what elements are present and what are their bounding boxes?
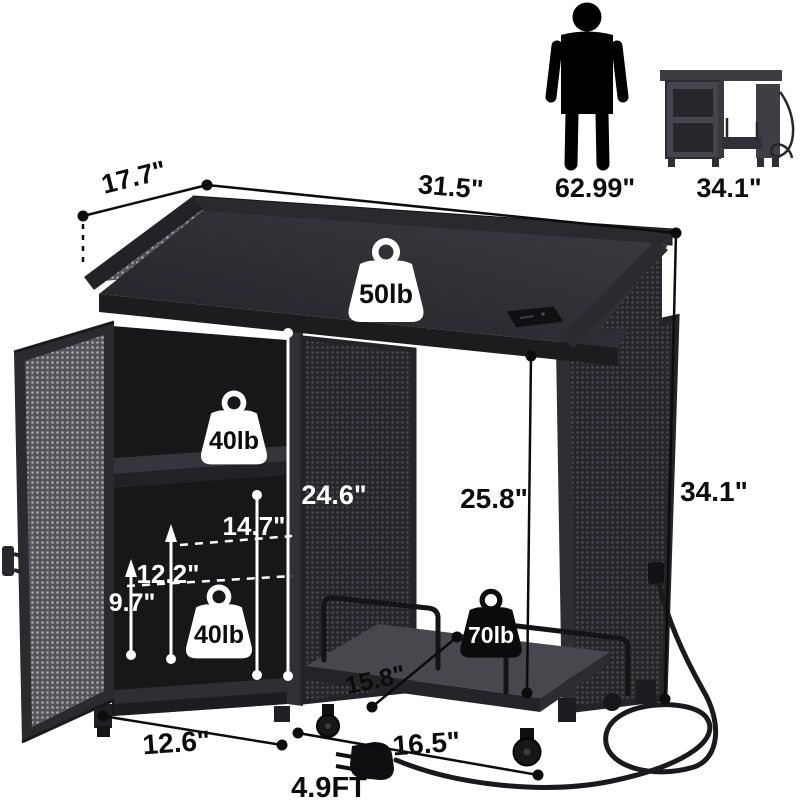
weight-badge-top-label: 50lb: [359, 279, 413, 309]
mini-cabinet-icon: [660, 70, 795, 167]
right-mesh-panel: [556, 313, 680, 722]
power-outlet: [648, 562, 664, 584]
bottom-shelf: [114, 678, 287, 716]
power-strip-panel: [505, 305, 565, 329]
caster-wheel-right: [512, 728, 542, 767]
dim-right-section-width: 16.5": [391, 726, 461, 762]
dim-right-opening-height: 25.8": [460, 483, 528, 514]
interior-dimension-lines: [126, 333, 293, 676]
rear-right-foot: [636, 680, 656, 704]
dim-power-cord-length: 4.9FT: [291, 772, 367, 800]
caster-wheel-rear: [603, 693, 621, 711]
dim-shelf-to-bottom: 14.7": [223, 511, 286, 541]
person-silhouette-icon: [545, 2, 629, 171]
weight-badge-bottom-shelf: 40lb: [186, 584, 252, 659]
weight-badge-middle-shelf: 40lb: [201, 390, 267, 465]
person-height-label: 62.99": [555, 173, 635, 203]
dim-left-section-width: 12.6": [141, 725, 211, 761]
dimension-endpoints: [77, 179, 682, 781]
dim-lower-clearance: 9.7": [109, 589, 156, 617]
mini-cabinet-cord: [769, 91, 795, 159]
weight-badge-cpu-platform: 70lb: [460, 588, 522, 658]
weight-badge-middle-shelf-label: 40lb: [209, 427, 259, 455]
dimension-lines: [81, 183, 678, 777]
top-right-rim-bar: [560, 240, 668, 348]
center-post: [287, 328, 303, 706]
top-left-rim-bar: [84, 196, 203, 290]
front-right-foot: [558, 698, 576, 722]
power-cord: [393, 581, 719, 790]
dim-overall-height: 34.1": [680, 476, 748, 507]
center-leg: [274, 706, 290, 722]
tabletop-front-edge: [99, 294, 618, 366]
platform-rail-left: [321, 595, 441, 671]
power-plug-icon: [335, 742, 394, 780]
weight-badge-bottom-shelf-label: 40lb: [194, 621, 244, 649]
mini-cabinet-height-label: 34.1": [696, 173, 761, 203]
door-handle: [2, 546, 22, 576]
dim-top-depth: 17.7": [98, 155, 169, 200]
dim-middle-clearance: 12.2": [137, 559, 200, 589]
caster-wheel-left: [316, 704, 340, 738]
dim-left-interior-height: 24.6": [301, 480, 366, 510]
weight-badge-top: 50lb: [348, 238, 424, 322]
mesh-door: [2, 320, 115, 744]
interior-dimension-endpoints: [125, 328, 293, 681]
dim-top-width: 31.5": [417, 169, 485, 205]
weight-badge-cpu-platform-label: 70lb: [468, 622, 514, 648]
